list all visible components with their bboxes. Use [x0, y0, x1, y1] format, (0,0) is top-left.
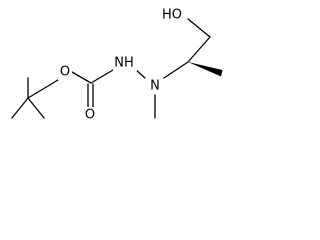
- label-bg-oh: [161, 7, 185, 23]
- label-bg-carbonyl-o: [83, 107, 97, 123]
- label-bg-ester-o: [58, 64, 72, 80]
- bond-tbu-methyl-bottom: [27, 97, 45, 119]
- bond-tbu-methyl-left: [11, 97, 29, 119]
- atom-label-ester-oxygen: O: [60, 65, 70, 80]
- atom-label-hydroxyl: HO: [162, 8, 182, 23]
- atom-label-carbonyl-oxygen: O: [85, 108, 95, 123]
- bond-n-stereocenter: [163, 61, 189, 79]
- atom-label-nitrogen: N: [150, 79, 160, 94]
- bond-tbu-carbon-ester-o: [27, 79, 59, 99]
- bonds: [11, 18, 211, 119]
- bond-ester-o-carbonyl-c: [71, 71, 92, 84]
- label-bg-nh: [113, 55, 137, 71]
- bond-carbonyl-c-nh: [90, 69, 114, 84]
- atom-labels: HO O NH N O: [58, 7, 185, 123]
- label-bg-n: [147, 78, 163, 94]
- bond-stereocenter-ch2: [187, 36, 211, 63]
- structural-formula: HO O NH N O: [11, 7, 223, 123]
- wedge-bond-methyl: [188, 62, 223, 77]
- bond-ch2-oh: [187, 18, 211, 38]
- atom-label-nh: NH: [114, 56, 134, 71]
